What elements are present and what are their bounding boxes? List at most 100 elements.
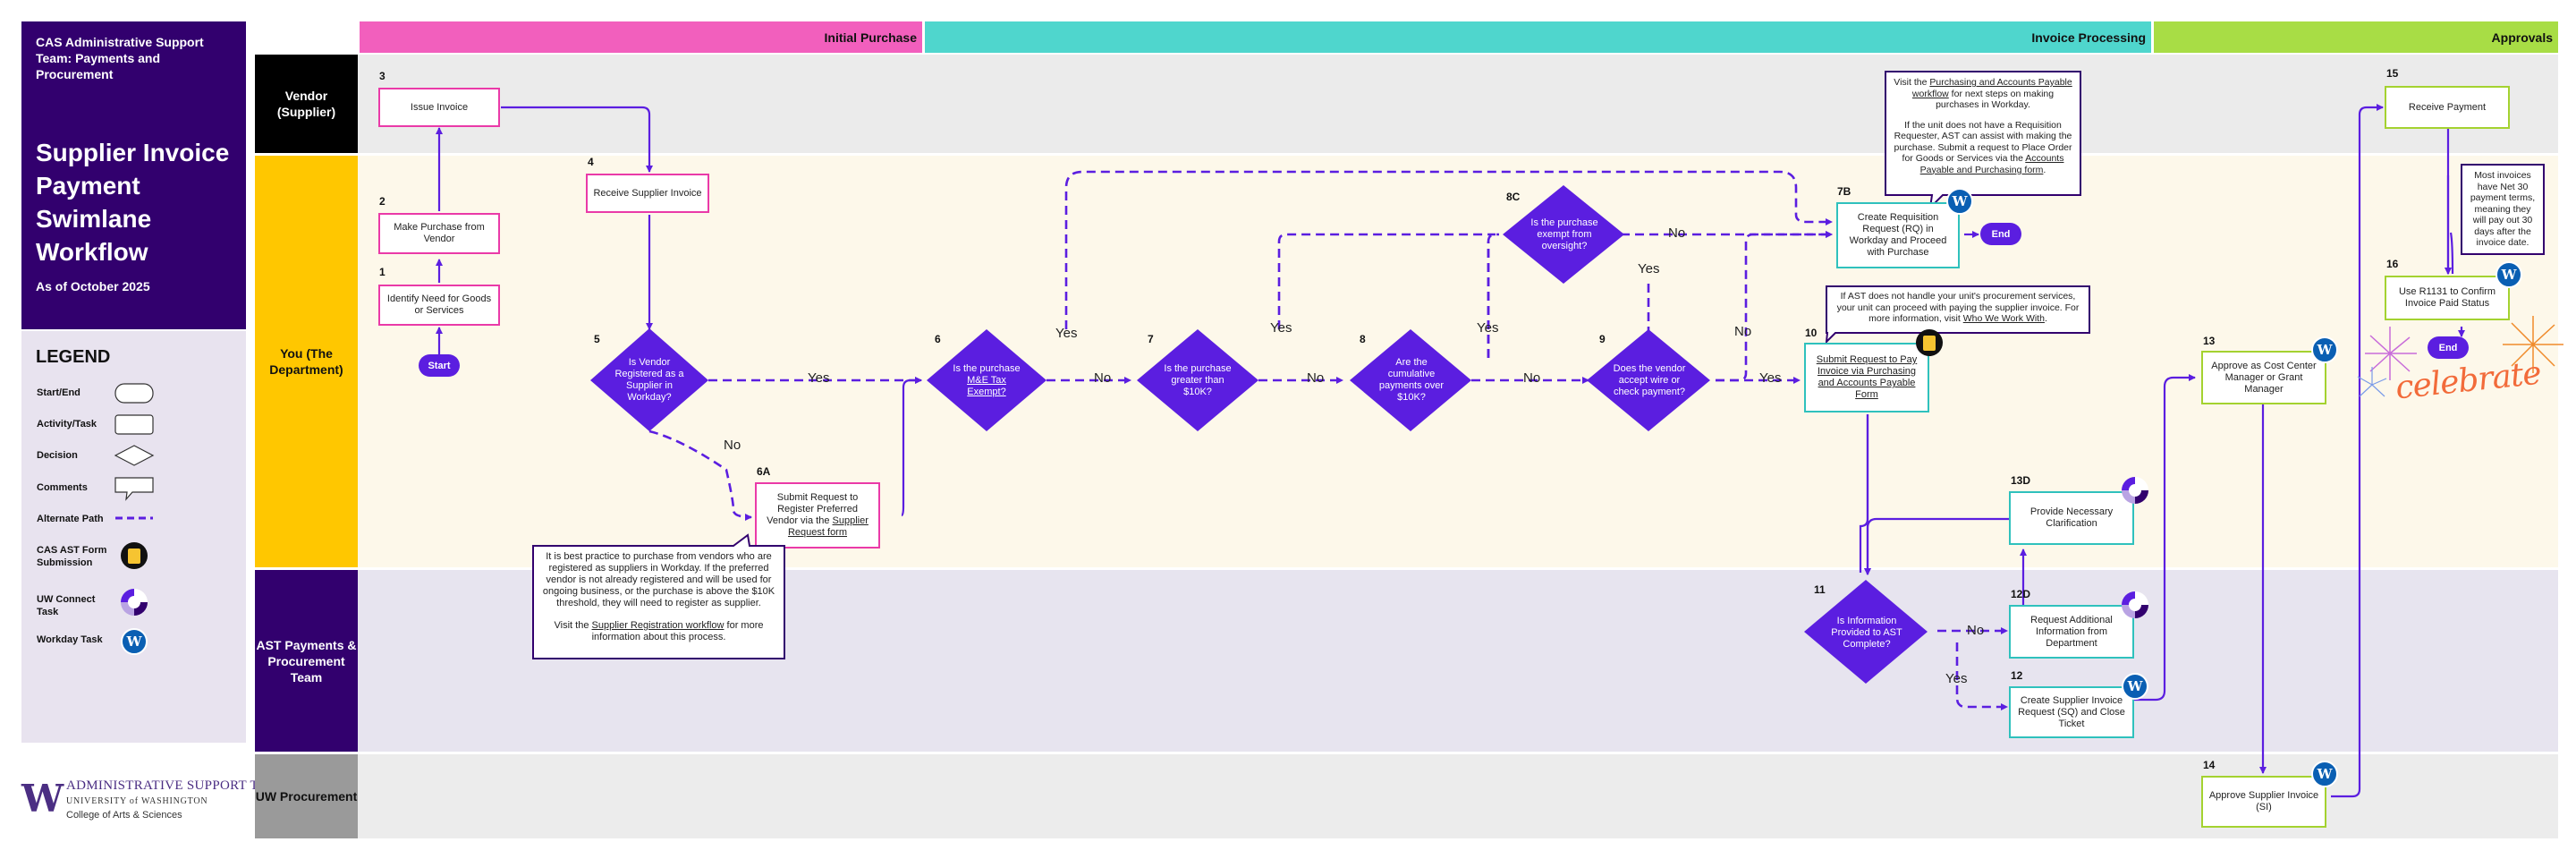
label-8c-yes: Yes bbox=[1638, 261, 1660, 276]
step-12-box: Create Supplier Invoice Request (SQ) and… bbox=[2009, 686, 2134, 738]
step-12-number: 12 bbox=[2011, 669, 2023, 682]
step-7b-box: Create Requisition Request (RQ) in Workd… bbox=[1836, 202, 1960, 268]
path-6-yes bbox=[1064, 170, 1833, 329]
me-tax-exempt-link[interactable]: M&E Tax Exempt? bbox=[967, 374, 1006, 397]
legend-symbols bbox=[114, 383, 155, 520]
workday-icon: W bbox=[121, 628, 148, 655]
step-3-box: Issue Invoice bbox=[378, 88, 500, 127]
as-of-date: As of October 2025 bbox=[36, 279, 150, 293]
step-11-number: 11 bbox=[1814, 583, 1826, 596]
ap-purchasing-form-link[interactable]: Accounts Payable and Purchasing form bbox=[1919, 153, 2064, 175]
step-11-text: Is Information Provided to AST Complete? bbox=[1831, 615, 1902, 650]
legend-activity-label: Activity/Task bbox=[37, 419, 97, 430]
legend-alternate-path-label: Alternate Path bbox=[37, 514, 104, 524]
label-7-no: No bbox=[1307, 370, 1325, 386]
step-10-box: Submit Request to Pay Invoice via Purcha… bbox=[1804, 343, 1929, 412]
comment-2: Visit the Purchasing and Accounts Payabl… bbox=[1887, 73, 2079, 193]
fireworks-image bbox=[2357, 316, 2563, 397]
form-submission-icon bbox=[1916, 329, 1943, 356]
phase-approvals: Approvals bbox=[2154, 21, 2558, 53]
supplier-registration-link[interactable]: Supplier Registration workflow bbox=[591, 620, 724, 631]
connector-10-down bbox=[1859, 414, 1869, 573]
label-8-yes: Yes bbox=[1477, 320, 1499, 336]
label-5-yes: Yes bbox=[808, 370, 830, 386]
step-6a-text: Submit Request to Register Preferred Ven… bbox=[767, 492, 859, 526]
legend-comments-shape bbox=[114, 477, 154, 501]
lane-department-area bbox=[358, 156, 2558, 567]
connector-14-to-15 bbox=[2331, 104, 2384, 798]
end-pill: End bbox=[1980, 223, 2021, 245]
step-3-number: 3 bbox=[379, 70, 386, 82]
uw-connect-icon bbox=[2122, 591, 2148, 618]
path-11-yes bbox=[1955, 642, 2008, 710]
step-5-text: Is Vendor Registered as a Supplier in Wo… bbox=[614, 357, 684, 403]
legend-comments-label: Comments bbox=[37, 482, 88, 493]
label-7-yes: Yes bbox=[1270, 320, 1292, 336]
legend-decision-shape bbox=[114, 445, 155, 466]
step-2-box: Make Purchase from Vendor bbox=[378, 213, 500, 254]
label-9-yes: Yes bbox=[1759, 370, 1782, 386]
label-8-no: No bbox=[1523, 370, 1541, 386]
label-6-no: No bbox=[1094, 370, 1112, 386]
workday-icon: W bbox=[2122, 673, 2148, 700]
workday-icon: W bbox=[2496, 261, 2522, 288]
step-6a-number: 6A bbox=[757, 465, 771, 478]
lane-uw-procurement: UW Procurement bbox=[255, 754, 358, 838]
step-7b-number: 7B bbox=[1837, 185, 1852, 198]
legend-start-end-shape bbox=[114, 383, 154, 404]
path-5-no bbox=[648, 430, 752, 521]
form-submission-icon bbox=[121, 542, 148, 569]
decision-7 bbox=[1137, 329, 1258, 431]
path-7-yes bbox=[1277, 233, 1496, 329]
step-16-number: 16 bbox=[2386, 258, 2399, 270]
step-4-number: 4 bbox=[588, 156, 594, 168]
label-11-yes: Yes bbox=[1945, 671, 1968, 686]
who-we-work-with-link[interactable]: Who We Work With bbox=[1962, 313, 2045, 324]
step-6-text: Is the purchase M&E Tax Exempt? bbox=[948, 358, 1025, 403]
path-9-no bbox=[1716, 231, 1833, 382]
decision-8 bbox=[1350, 329, 1471, 431]
purchasing-ap-workflow-link[interactable]: Purchasing and Accounts Payable workflow bbox=[1911, 77, 2072, 99]
connector-3-to-4 bbox=[501, 106, 653, 173]
step-13-box: Approve as Cost Center Manager or Grant … bbox=[2201, 351, 2326, 404]
comment-2-next: for next steps on making purchases in Wo… bbox=[1936, 88, 2055, 111]
step-7-number: 7 bbox=[1148, 333, 1154, 345]
decision-9 bbox=[1587, 329, 1710, 431]
comment-2-bubble bbox=[1885, 71, 2081, 210]
step-10-number: 10 bbox=[1805, 327, 1818, 339]
legend-uw-connect-label: UW Connect Task bbox=[37, 594, 96, 617]
pay-invoice-form-link[interactable]: Submit Request to Pay Invoice via Purcha… bbox=[1816, 354, 1918, 400]
legend-decision-label: Decision bbox=[37, 450, 78, 461]
step-12d-box: Request Additional Information from Depa… bbox=[2009, 605, 2134, 659]
comment-3: If AST does not handle your unit's procu… bbox=[1828, 288, 2088, 331]
comment-2-tail: . bbox=[2043, 164, 2046, 175]
decision-8c bbox=[1503, 185, 1624, 284]
connector-13d-to-11 bbox=[1864, 517, 2011, 575]
uw-w-logo: W bbox=[21, 777, 64, 821]
legend-start-end-label: Start/End bbox=[37, 387, 80, 398]
lane-department: You (The Department) bbox=[255, 156, 358, 567]
comment-1-body: It is best practice to purchase from ven… bbox=[542, 551, 775, 608]
legend-title: LEGEND bbox=[36, 347, 111, 367]
comment-3-body: If AST does not handle your unit's procu… bbox=[1836, 291, 2080, 324]
comment-1-visit: Visit the bbox=[554, 620, 592, 631]
lane-procurement-area bbox=[358, 754, 2558, 838]
step-8c-number: 8C bbox=[1506, 191, 1521, 203]
start-pill: Start bbox=[419, 354, 460, 377]
step-6-number: 6 bbox=[935, 333, 941, 345]
uw-connect-icon bbox=[121, 589, 148, 616]
step-12d-number: 12D bbox=[2011, 588, 2031, 600]
legend-activity-shape bbox=[114, 414, 154, 435]
comment-2-visit: Visit the bbox=[1894, 77, 1930, 88]
supplier-request-link[interactable]: Supplier Request form bbox=[787, 515, 869, 538]
step-8-text: Are the cumulative payments over $10K? bbox=[1378, 357, 1445, 403]
step-1-number: 1 bbox=[379, 266, 386, 278]
logo-university: UNIVERSITY of WASHINGTON bbox=[66, 796, 208, 806]
label-6-yes: Yes bbox=[1055, 326, 1078, 341]
step-6a-box: Submit Request to Register Preferred Ven… bbox=[755, 482, 880, 549]
workday-icon: W bbox=[2311, 761, 2338, 787]
step-13d-box: Provide Necessary Clarification bbox=[2009, 491, 2134, 545]
step-4-box: Receive Supplier Invoice bbox=[586, 174, 709, 213]
connector-6a-to-6 bbox=[901, 377, 922, 517]
